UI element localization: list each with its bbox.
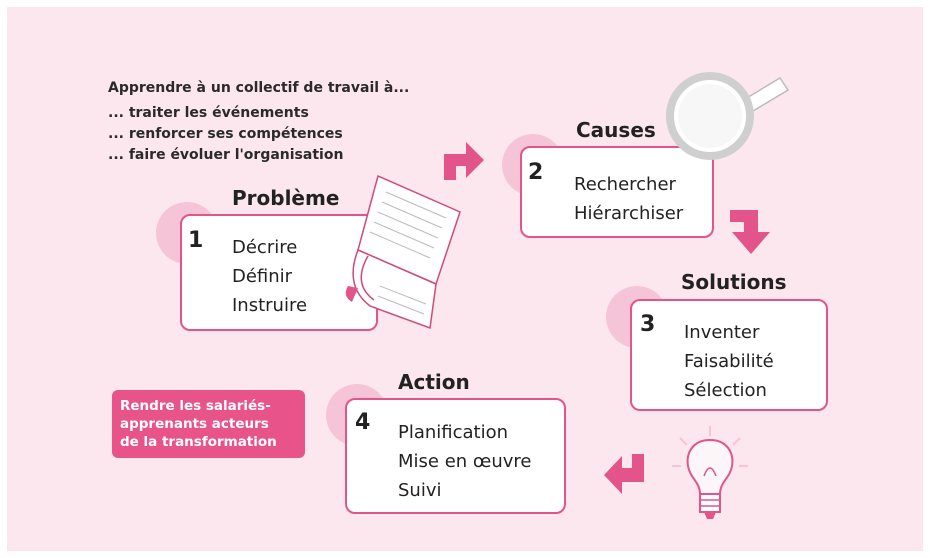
document-icon bbox=[345, 174, 461, 330]
intro-text: Apprendre à un collectif de travail à...… bbox=[108, 78, 409, 166]
step-4-number: 4 bbox=[355, 410, 371, 435]
intro-line: ... faire évoluer l'organisation bbox=[108, 147, 344, 163]
step-1-item: Décrire bbox=[232, 237, 298, 258]
step-3-heading: Solutions bbox=[681, 270, 787, 294]
step-3-items: Inventer Faisabilité Sélection bbox=[684, 318, 774, 405]
arrow-right-icon bbox=[444, 142, 484, 180]
intro-line: ... traiter les événements bbox=[108, 105, 309, 121]
arrow-left-icon bbox=[604, 454, 644, 494]
step-3-number: 3 bbox=[640, 312, 656, 337]
arrow-down-icon bbox=[730, 210, 770, 254]
step-1-items: Décrire Définir Instruire bbox=[232, 233, 307, 320]
callout-line: de la transformation bbox=[120, 434, 277, 450]
step-1-item: Définir bbox=[232, 266, 293, 287]
step-4-item: Suivi bbox=[398, 480, 442, 501]
step-1-box bbox=[180, 214, 378, 331]
step-4-box bbox=[345, 398, 566, 514]
step-2-item: Hiérarchiser bbox=[574, 203, 684, 224]
step-3-item: Sélection bbox=[684, 380, 767, 401]
step-3-item: Faisabilité bbox=[684, 351, 774, 372]
step-4-item: Planification bbox=[398, 422, 509, 443]
step-4-heading: Action bbox=[398, 370, 470, 394]
step-4-items: Planification Mise en œuvre Suivi bbox=[398, 418, 531, 505]
step-2-items: Rechercher Hiérarchiser bbox=[574, 170, 683, 228]
step-2-box bbox=[520, 146, 714, 238]
step-2-number: 2 bbox=[528, 160, 544, 185]
step-2-item: Rechercher bbox=[574, 174, 676, 195]
step-1-heading: Problème bbox=[232, 186, 340, 210]
step-2-heading: Causes bbox=[576, 118, 656, 142]
step-3-box bbox=[630, 299, 828, 411]
step-4-item: Mise en œuvre bbox=[398, 451, 532, 472]
intro-line: ... renforcer ses compétences bbox=[108, 126, 343, 142]
callout-line: Rendre les salariés- bbox=[120, 398, 271, 414]
lightbulb-icon bbox=[672, 426, 748, 519]
callout-box: Rendre les salariés- apprenants acteurs … bbox=[112, 390, 305, 458]
intro-title: Apprendre à un collectif de travail à... bbox=[108, 80, 410, 96]
magnifier-icon bbox=[666, 72, 790, 160]
step-1-item: Instruire bbox=[232, 295, 308, 316]
callout-line: apprenants acteurs bbox=[120, 416, 269, 432]
step-3-item: Inventer bbox=[684, 322, 760, 343]
step-1-number: 1 bbox=[188, 228, 204, 253]
